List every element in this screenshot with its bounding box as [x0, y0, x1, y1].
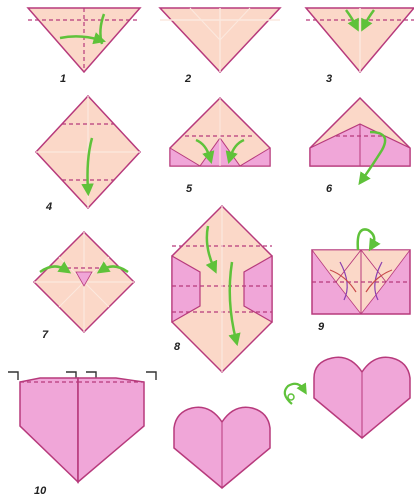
- step-2-label: 2: [184, 73, 191, 85]
- step-4-label: 4: [45, 201, 52, 213]
- step-9-diagram: [312, 229, 410, 314]
- fold-arrow: [358, 229, 375, 250]
- step-9-label: 9: [318, 321, 325, 333]
- step-1-diagram: [28, 8, 140, 72]
- finished-heart-front: [174, 407, 270, 488]
- step-6-label: 6: [326, 183, 333, 195]
- step-3-diagram: [306, 8, 414, 72]
- step-5-label: 5: [186, 183, 193, 195]
- step-7-diagram: [34, 232, 134, 332]
- step-6-diagram: [310, 98, 410, 180]
- step-3-label: 3: [326, 73, 332, 85]
- rotate-icon: [285, 384, 304, 404]
- step-5-diagram: [170, 98, 270, 166]
- step-10-diagram: [8, 372, 156, 482]
- step-4-diagram: [36, 96, 140, 208]
- step-10-label: 10: [34, 485, 47, 497]
- step-8-diagram: [172, 206, 272, 372]
- step-8-label: 8: [174, 341, 181, 353]
- step-7-label: 7: [42, 329, 49, 341]
- step-1-label: 1: [60, 73, 66, 85]
- finished-heart-back: [314, 357, 410, 438]
- step-2-diagram: [160, 8, 280, 72]
